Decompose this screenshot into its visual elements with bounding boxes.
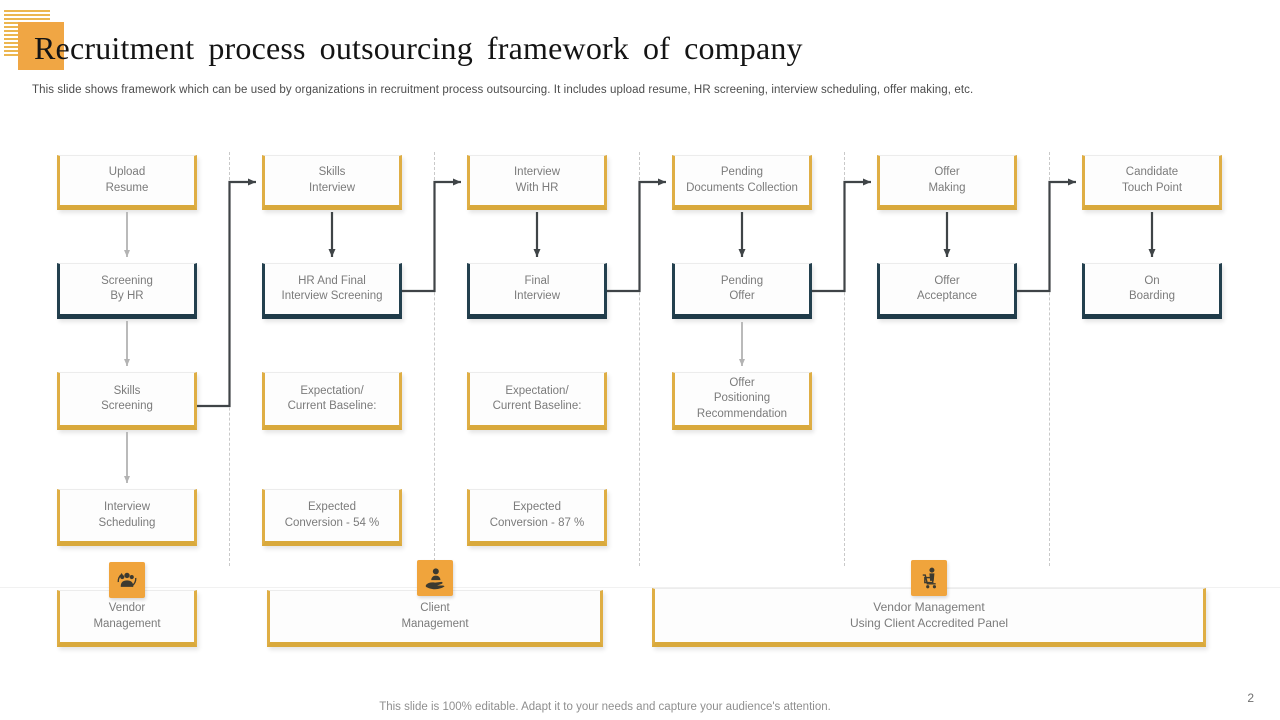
connector-skillsscreening-to-skillsinterview	[197, 178, 256, 408]
node-skills-interview: Skills Interview	[262, 155, 402, 210]
node-upload-resume: Upload Resume	[57, 155, 197, 210]
node-skills-screening: Skills Screening	[57, 372, 197, 430]
footer-note: This slide is 100% editable. Adapt it to…	[379, 701, 831, 713]
connector-acceptance-to-touchpoint	[1017, 178, 1076, 293]
node-expected-conversion-87: Expected Conversion - 87 %	[467, 489, 607, 546]
column-divider-dashed	[844, 152, 845, 566]
people-sync-icon	[109, 562, 145, 598]
node-offer-acceptance: Offer Acceptance	[877, 263, 1017, 319]
hand-holding-person-icon	[417, 560, 453, 596]
node-expectation-baseline-1: Expectation/ Current Baseline:	[262, 372, 402, 430]
slide-subtitle: This slide shows framework which can be …	[32, 84, 974, 96]
node-pending-documents: Pending Documents Collection	[672, 155, 812, 210]
connector-pendingoffer-to-offermaking	[812, 178, 871, 293]
node-offer-positioning: Offer Positioning Recommendation	[672, 372, 812, 430]
column-divider-dashed	[229, 152, 230, 566]
node-expected-conversion-54: Expected Conversion - 54 %	[262, 489, 402, 546]
node-pending-offer: Pending Offer	[672, 263, 812, 319]
node-client-management: Client Management	[267, 590, 603, 647]
page-number: 2	[1247, 691, 1254, 705]
node-vendor-management: Vendor Management	[57, 590, 197, 647]
node-candidate-touch-point: Candidate Touch Point	[1082, 155, 1222, 210]
node-interview-scheduling: Interview Scheduling	[57, 489, 197, 546]
connector-finalinterview-to-pendingdocs	[607, 178, 666, 293]
node-vendor-management-panel: Vendor Management Using Client Accredite…	[652, 588, 1206, 647]
node-hr-final-screening: HR And Final Interview Screening	[262, 263, 402, 319]
title-accent-square	[18, 22, 64, 70]
node-final-interview: Final Interview	[467, 263, 607, 319]
node-expectation-baseline-2: Expectation/ Current Baseline:	[467, 372, 607, 430]
column-divider-dashed	[1049, 152, 1050, 566]
column-divider-dashed	[434, 152, 435, 566]
node-screening-by-hr: Screening By HR	[57, 263, 197, 319]
person-with-cart-icon	[911, 560, 947, 596]
bottom-row-rule	[0, 587, 1280, 588]
node-offer-making: Offer Making	[877, 155, 1017, 210]
connector-hrfinal-to-interviewhr	[402, 178, 461, 293]
page-title: Recruitment process outsourcing framewor…	[34, 30, 803, 66]
node-interview-with-hr: Interview With HR	[467, 155, 607, 210]
column-divider-dashed	[639, 152, 640, 566]
node-on-boarding: On Boarding	[1082, 263, 1222, 319]
